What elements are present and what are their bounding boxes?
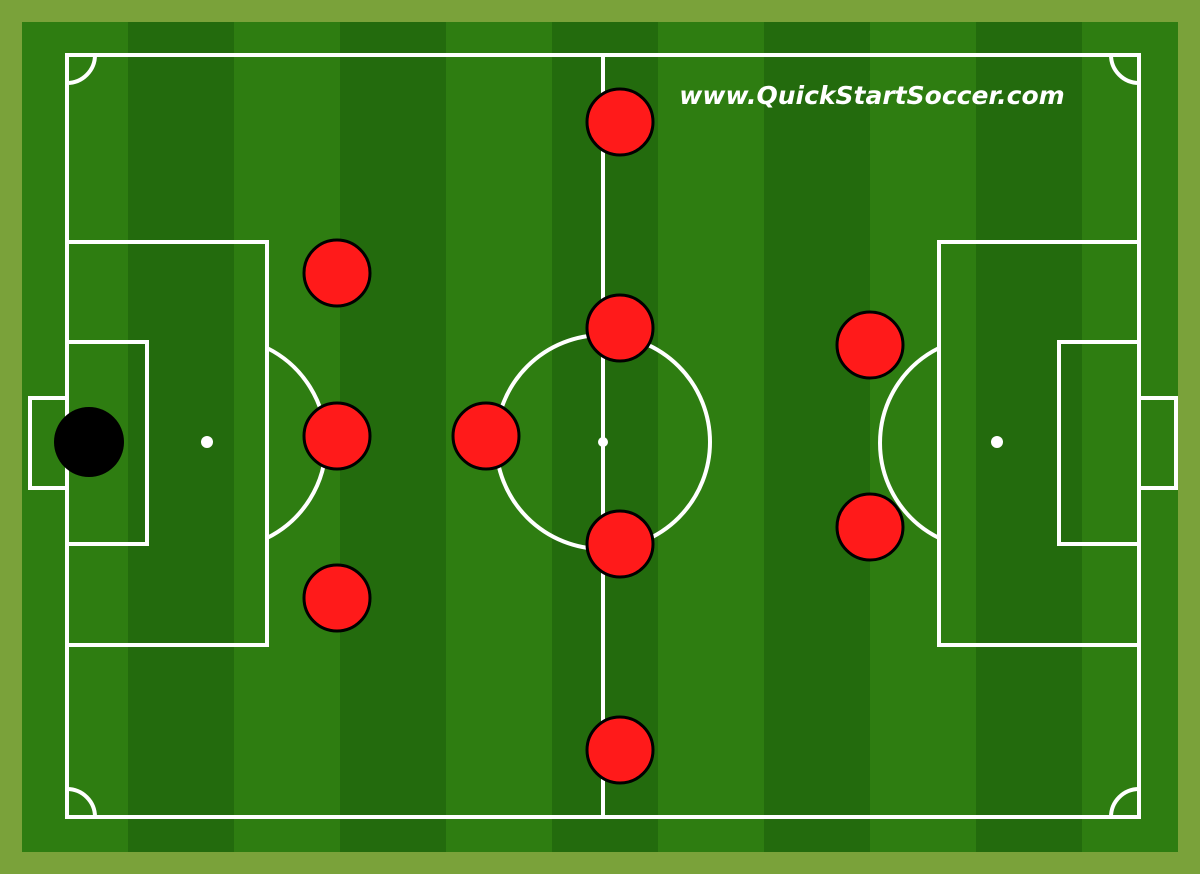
grass-stripe [128,22,234,852]
defender-marker [302,563,372,633]
right-penalty-arc [878,346,940,540]
grass-stripe [976,22,1082,852]
pitch-spots [201,436,1003,448]
center-spot [598,437,608,447]
corner-arc-bottom-left [66,787,97,818]
corner-arc-bottom-right [1109,787,1140,818]
players-layer [54,87,905,785]
watermark-text: www.QuickStartSoccer.com [679,81,1064,110]
grass-stripe [764,22,870,852]
right-goal [1137,396,1178,490]
midfielder-marker [585,293,655,363]
right-penalty-spot [991,436,1003,448]
midfielder-marker [585,715,655,785]
midfielder-marker [585,509,655,579]
goalkeeper-marker [54,407,124,477]
forward-marker [835,310,905,380]
defender-marker [302,401,372,471]
midfielder-marker [585,87,655,157]
sweeper-midfielder-marker [451,401,521,471]
corner-arc-top-right [1109,54,1140,85]
forward-marker [835,492,905,562]
defender-marker [302,238,372,308]
left-penalty-spot [201,436,213,448]
corner-arc-top-left [66,54,97,85]
